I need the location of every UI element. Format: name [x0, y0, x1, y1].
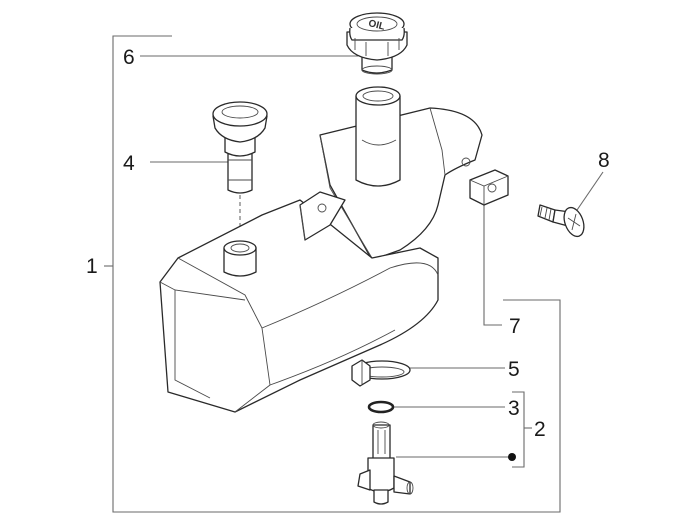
callout-4: 4	[123, 152, 135, 175]
bracket-2	[512, 391, 525, 468]
callout-3: 3	[508, 397, 520, 420]
leader-8	[574, 171, 604, 214]
callout-5: 5	[508, 358, 520, 381]
o-ring	[367, 400, 395, 414]
clip-nut	[469, 169, 509, 206]
callout-8: 8	[598, 149, 610, 172]
bullet-2	[508, 453, 516, 461]
filler-cap-text: OIL	[367, 18, 386, 33]
leader-7	[483, 195, 502, 326]
bracket-1	[112, 35, 561, 513]
screw	[537, 204, 585, 238]
callout-2: 2	[534, 418, 546, 441]
callout-6: 6	[123, 46, 135, 69]
breather-valve	[212, 101, 268, 194]
filler-cap: OIL	[346, 12, 408, 75]
callout-1: 1	[86, 255, 98, 278]
hose-clamp	[351, 359, 411, 387]
fuel-tap	[357, 421, 414, 505]
fuel-tank	[159, 86, 483, 413]
callout-7: 7	[509, 315, 521, 338]
